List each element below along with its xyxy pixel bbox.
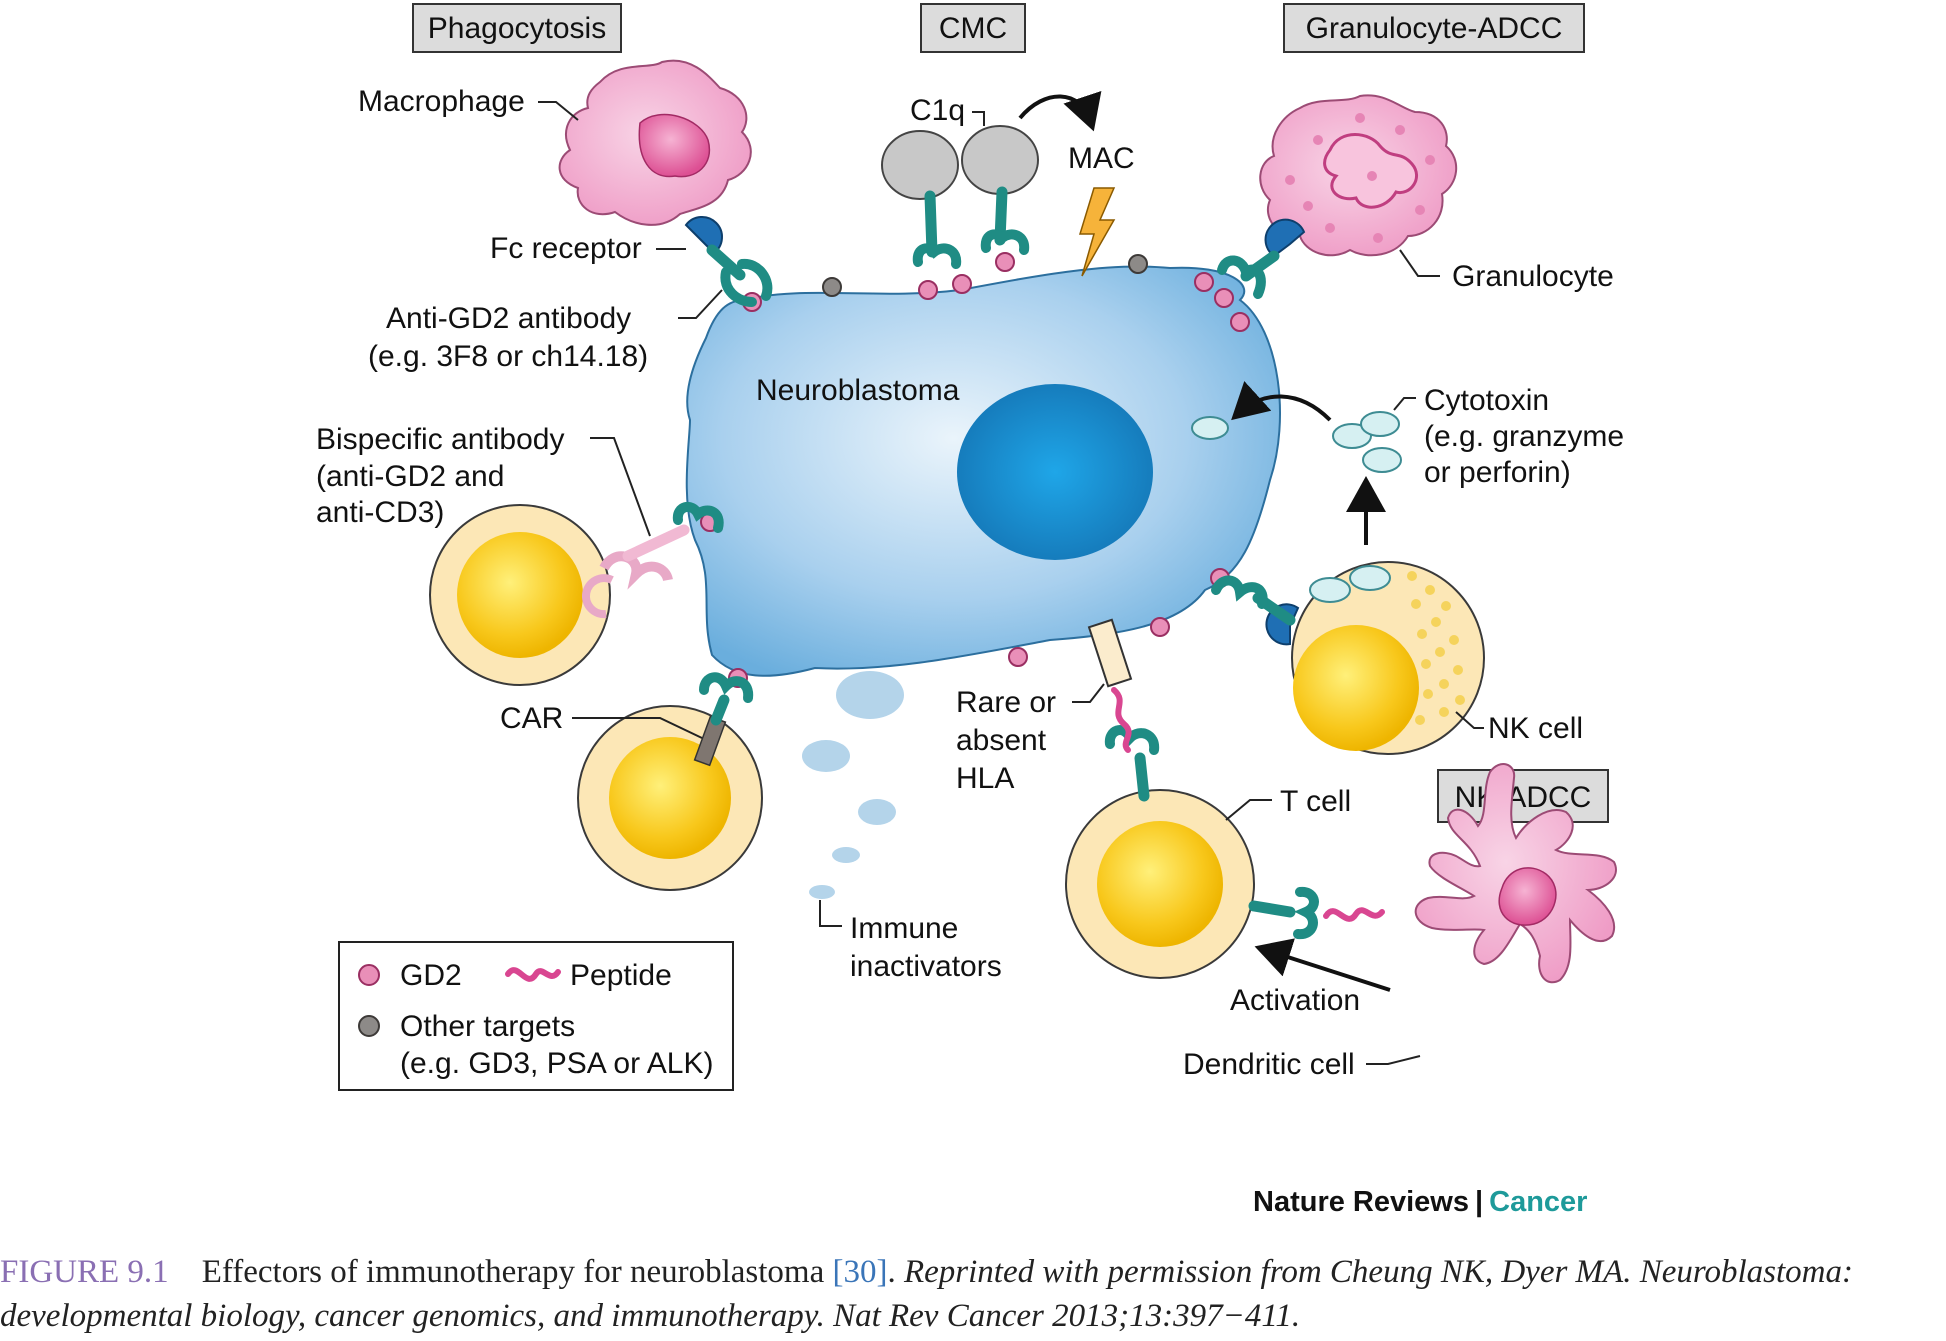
caption-text: Effectors of immunotherapy for neuroblas…: [201, 1254, 825, 1290]
figure-caption: FIGURE 9.1 Effectors of immunotherapy fo…: [0, 1250, 1946, 1338]
immune-label-line1: Immune: [850, 912, 958, 945]
macrophage-leader: [538, 101, 579, 121]
car-leader: [572, 717, 703, 739]
activation-label: Activation: [1230, 984, 1360, 1017]
nk-cell: [1291, 561, 1485, 755]
caption-citation: Reprinted with permission from Cheung NK…: [0, 1254, 1853, 1334]
anti-gd2-antibody-granulocyte: [1217, 250, 1280, 299]
hla-label-line1: Rare or: [956, 686, 1056, 719]
credit-separator: |: [1475, 1186, 1484, 1218]
anti-gd2-antibody-nk: [1211, 575, 1296, 626]
legend-other-label-line1: Other targets: [400, 1010, 575, 1043]
legend-gd2-marker: [358, 964, 380, 986]
t-cell-label: T cell: [1280, 785, 1351, 818]
cytotoxin-label-line2: (e.g. granzyme: [1424, 420, 1624, 453]
immune-leader: [819, 900, 842, 927]
c1q-label: C1q: [910, 94, 965, 127]
figure-number: FIGURE 9.1: [0, 1254, 169, 1290]
anti-gd2-leader: [678, 289, 723, 319]
immune-label-line2: inactivators: [850, 950, 1002, 983]
mac-lightning-icon: [1078, 187, 1116, 277]
legend-peptide-label: Peptide: [570, 959, 672, 992]
tcr-receptor: [1104, 725, 1319, 940]
credit-journal: Cancer: [1489, 1186, 1588, 1218]
legend-gd2-label: GD2: [400, 959, 462, 992]
t-cell-leader: [1225, 799, 1272, 821]
nk-cell-leader: [1455, 711, 1484, 729]
svg-text:Granulocyte-ADCC: Granulocyte-ADCC: [1306, 12, 1563, 45]
hla-label-line2: absent: [956, 724, 1047, 757]
caption-period: .: [887, 1254, 896, 1290]
hla-leader: [1072, 683, 1105, 703]
gd2-markers: [700, 252, 1250, 688]
mac-label: MAC: [1068, 142, 1135, 175]
nk-cell-label: NK cell: [1488, 712, 1583, 745]
other-target-markers: [822, 254, 1148, 297]
activation-arrow: [1254, 938, 1391, 992]
anti-gd2-label-line1: Anti-GD2 antibody: [386, 302, 631, 335]
anti-gd2-label-line2: (e.g. 3F8 or ch14.18): [368, 340, 648, 373]
c1q-leader: [972, 111, 985, 126]
neuroblastoma-cell: Neuroblastoma: [685, 265, 1281, 677]
car-label: CAR: [500, 702, 563, 735]
fc-receptor-granulocyte: [1264, 218, 1306, 258]
bispecific-label-line1: Bispecific antibody: [316, 423, 564, 456]
legend-peptide-marker: [505, 967, 561, 982]
dendritic-cell-leader: [1366, 1055, 1421, 1065]
cytotoxin-label-line3: or perforin): [1424, 456, 1571, 489]
cytotoxin-vesicles: [1332, 411, 1402, 473]
granulocyte-label: Granulocyte: [1452, 260, 1614, 293]
bispecific-t-cell: [429, 504, 611, 686]
bispecific-leader: [590, 437, 651, 537]
credit-publisher: Nature Reviews: [1253, 1186, 1469, 1218]
hla-label-line3: HLA: [956, 762, 1014, 795]
svg-text:Phagocytosis: Phagocytosis: [428, 12, 606, 45]
macrophage-label: Macrophage: [358, 85, 525, 118]
car-receptor: [693, 672, 754, 767]
svg-text:NK-ADCC: NK-ADCC: [1455, 781, 1592, 814]
caption-reference[interactable]: [30]: [832, 1254, 888, 1290]
dendritic-cell: [1414, 763, 1617, 984]
t-cell: [1065, 789, 1255, 979]
macrophage: [558, 59, 752, 226]
journal-credit: Nature Reviews|Cancer: [1253, 1186, 1587, 1219]
anti-gd2-antibody-phagocytosis: [706, 244, 773, 307]
dendritic-cell-label: Dendritic cell: [1183, 1048, 1355, 1081]
bispecific-label-line2: (anti-GD2 and: [316, 460, 504, 493]
neuroblastoma-nucleus: [957, 384, 1153, 560]
peptide-hla: [1111, 687, 1132, 753]
cytotoxin-leader: [1393, 397, 1416, 411]
cytotoxin-vesicle-internal: [1191, 416, 1229, 440]
legend: GD2 Peptide Other targets (e.g. GD3, PSA…: [338, 941, 734, 1091]
car-t-cell: [577, 705, 763, 891]
granulocyte-leader: [1399, 249, 1440, 277]
hla-molecule: [1087, 618, 1133, 688]
bispecific-label-line3: anti-CD3): [316, 496, 444, 529]
neuroblastoma-label: Neuroblastoma: [756, 374, 960, 407]
tag-cmc: CMC: [920, 3, 1026, 53]
mac-arrow: [1018, 90, 1102, 132]
immune-inactivators: [802, 671, 904, 899]
cytotoxin-arrow: [1231, 381, 1332, 422]
tag-granulocyte-adcc: Granulocyte-ADCC: [1283, 3, 1585, 53]
c1q-complex: [881, 125, 1039, 269]
cytotoxin-label-line1: Cytotoxin: [1424, 384, 1549, 417]
dendritic-peptide: [1323, 907, 1385, 922]
tag-phagocytosis: Phagocytosis: [412, 3, 622, 53]
bispecific-antibody: [582, 501, 724, 619]
granulocyte: [1259, 94, 1458, 257]
fc-receptor-label: Fc receptor: [490, 232, 642, 265]
svg-text:CMC: CMC: [939, 12, 1007, 45]
legend-other-label-line2: (e.g. GD3, PSA or ALK): [400, 1047, 713, 1080]
legend-other-marker: [358, 1015, 380, 1037]
